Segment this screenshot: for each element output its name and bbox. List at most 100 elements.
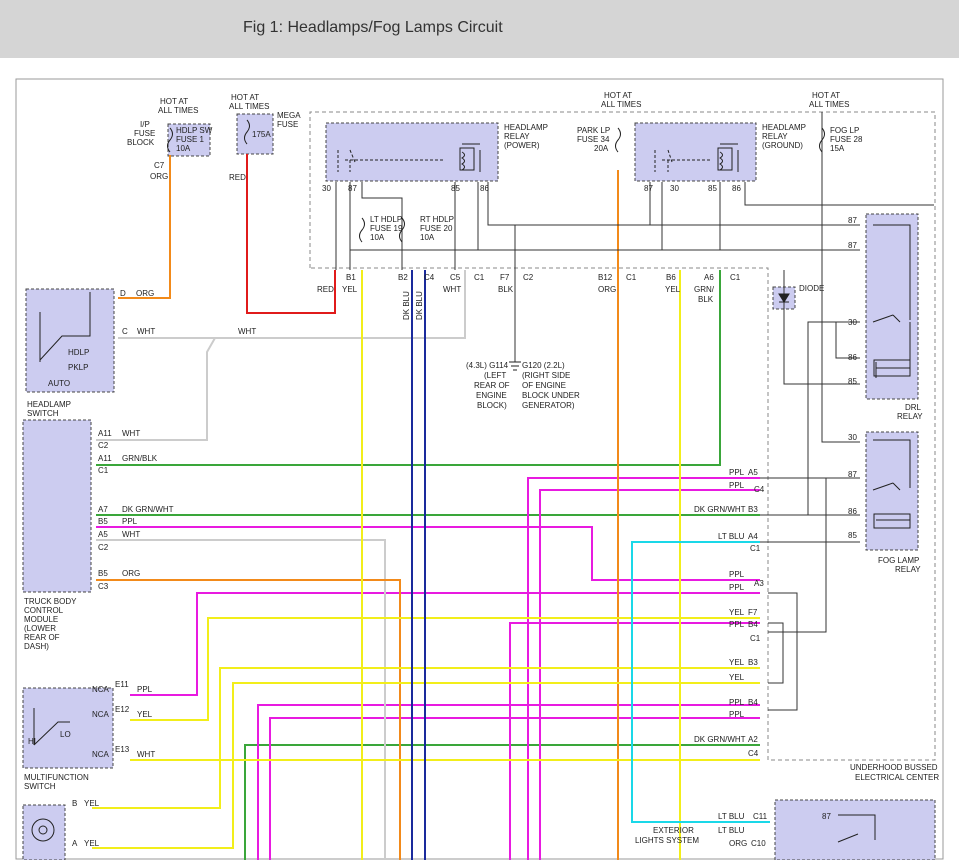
svg-text:D: D — [120, 289, 126, 298]
svg-text:ORG: ORG — [598, 285, 616, 294]
svg-text:LT BLU: LT BLU — [718, 826, 745, 835]
svg-text:ENGINE: ENGINE — [476, 391, 507, 400]
svg-text:86: 86 — [848, 507, 857, 516]
svg-text:PPL: PPL — [729, 481, 745, 490]
mega-fuse-box — [236, 113, 274, 155]
svg-text:85: 85 — [451, 184, 460, 193]
headlamp-relay-power-box — [325, 122, 499, 182]
svg-text:WHT: WHT — [137, 750, 155, 759]
svg-text:ALL TIMES: ALL TIMES — [809, 100, 849, 109]
svg-text:CONTROL: CONTROL — [24, 606, 64, 615]
svg-text:DIODE: DIODE — [799, 284, 824, 293]
svg-text:PPL: PPL — [729, 468, 745, 477]
svg-text:C7: C7 — [154, 161, 165, 170]
lamp-box — [22, 804, 66, 860]
labels: HOT AT ALL TIMES HOT AT ALL TIMES HOT AT… — [24, 91, 939, 848]
svg-text:PKLP: PKLP — [68, 363, 88, 372]
svg-text:FUSE 1: FUSE 1 — [176, 135, 205, 144]
figure-title: Fig 1: Headlamps/Fog Lamps Circuit — [243, 19, 503, 36]
svg-text:TRUCK BODY: TRUCK BODY — [24, 597, 77, 606]
diagram-frame — [15, 78, 944, 860]
wire-wht-switch — [96, 270, 466, 441]
multifunction-switch-box — [22, 687, 114, 769]
svg-text:C1: C1 — [474, 273, 485, 282]
svg-text:FUSE: FUSE — [277, 120, 298, 129]
svg-text:LT BLU: LT BLU — [718, 532, 745, 541]
bottom-relay-box — [774, 799, 936, 860]
wire-red-mega — [246, 154, 336, 314]
svg-text:GRN/BLK: GRN/BLK — [122, 454, 158, 463]
svg-text:DASH): DASH) — [24, 642, 49, 651]
svg-text:MEGA: MEGA — [277, 111, 301, 120]
svg-text:YEL: YEL — [729, 608, 745, 617]
svg-text:DK GRN/WHT: DK GRN/WHT — [122, 505, 174, 514]
svg-text:B3: B3 — [748, 505, 758, 514]
svg-text:10A: 10A — [176, 144, 191, 153]
svg-text:FUSE 19: FUSE 19 — [370, 224, 403, 233]
svg-text:C2: C2 — [98, 543, 109, 552]
svg-text:B5: B5 — [98, 569, 108, 578]
truck-body-control-module-box — [22, 419, 92, 593]
svg-text:DK BLU: DK BLU — [402, 291, 411, 320]
svg-text:HDLP: HDLP — [68, 348, 89, 357]
svg-text:GRN/: GRN/ — [694, 285, 715, 294]
wire-yel-b3 — [92, 667, 760, 809]
svg-text:C4: C4 — [424, 273, 435, 282]
svg-text:LT HDLP: LT HDLP — [370, 215, 402, 224]
svg-text:86: 86 — [848, 353, 857, 362]
svg-text:UNDERHOOD BUSSED: UNDERHOOD BUSSED — [850, 763, 938, 772]
svg-text:YEL: YEL — [84, 799, 100, 808]
svg-text:E11: E11 — [115, 680, 129, 689]
svg-text:FOG LP: FOG LP — [830, 126, 859, 135]
ubec-boundary — [309, 111, 936, 761]
svg-text:30: 30 — [848, 318, 857, 327]
svg-text:DK BLU: DK BLU — [415, 291, 424, 320]
svg-text:SWITCH: SWITCH — [27, 409, 59, 418]
svg-text:C2: C2 — [523, 273, 534, 282]
svg-text:87: 87 — [848, 216, 857, 225]
svg-text:I/P: I/P — [140, 120, 150, 129]
svg-text:AUTO: AUTO — [48, 379, 70, 388]
svg-text:B6: B6 — [666, 273, 676, 282]
svg-text:RED: RED — [317, 285, 334, 294]
svg-text:REAR OF: REAR OF — [474, 381, 510, 390]
svg-text:ALL TIMES: ALL TIMES — [601, 100, 641, 109]
svg-text:C: C — [122, 327, 128, 336]
svg-text:B4: B4 — [748, 620, 758, 629]
svg-text:ORG: ORG — [729, 839, 747, 848]
svg-text:B2: B2 — [398, 273, 408, 282]
svg-text:RELAY: RELAY — [895, 565, 921, 574]
svg-text:DRL: DRL — [905, 403, 922, 412]
svg-text:20A: 20A — [594, 144, 609, 153]
svg-text:87: 87 — [644, 184, 653, 193]
svg-text:(RIGHT SIDE: (RIGHT SIDE — [522, 371, 570, 380]
svg-text:B3: B3 — [748, 658, 758, 667]
svg-text:HEADLAMP: HEADLAMP — [504, 123, 548, 132]
svg-text:PPL: PPL — [729, 583, 745, 592]
svg-text:(GROUND): (GROUND) — [762, 141, 803, 150]
svg-text:RELAY: RELAY — [762, 132, 788, 141]
black-wires — [335, 112, 934, 711]
svg-text:RELAY: RELAY — [504, 132, 530, 141]
wires — [92, 154, 770, 860]
svg-text:FUSE 20: FUSE 20 — [420, 224, 453, 233]
svg-text:C10: C10 — [751, 839, 766, 848]
svg-text:HI: HI — [28, 737, 36, 746]
svg-text:YEL: YEL — [84, 839, 100, 848]
svg-text:E12: E12 — [115, 705, 130, 714]
svg-text:(4.3L) G114: (4.3L) G114 — [466, 361, 509, 370]
svg-text:WHT: WHT — [443, 285, 461, 294]
svg-text:B5: B5 — [98, 517, 108, 526]
svg-text:A7: A7 — [98, 505, 108, 514]
svg-text:ORG: ORG — [150, 172, 168, 181]
relay-internals — [31, 143, 911, 843]
svg-text:C1: C1 — [750, 634, 761, 643]
svg-text:HOT AT: HOT AT — [604, 91, 632, 100]
svg-text:OF ENGINE: OF ENGINE — [522, 381, 566, 390]
svg-text:C4: C4 — [748, 749, 759, 758]
svg-text:C4: C4 — [754, 485, 765, 494]
svg-text:YEL: YEL — [729, 658, 745, 667]
svg-text:A5: A5 — [98, 530, 108, 539]
wire-ppl-a5 — [527, 477, 760, 860]
